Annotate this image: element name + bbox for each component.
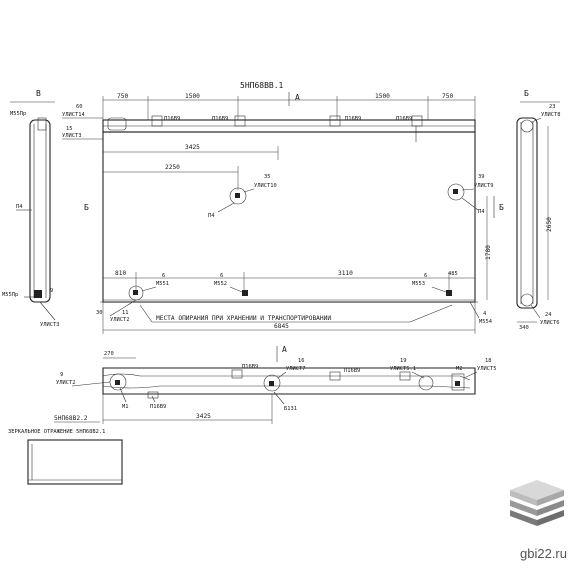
left-side-view: В М55Пр П4 М55Пр 9 УЛИСТ3 bbox=[2, 89, 59, 328]
dim-60: 60 bbox=[76, 104, 83, 110]
dim-270: 270 bbox=[104, 351, 114, 357]
callout-p16v9-b: П16В9 bbox=[212, 116, 228, 122]
main-front-view: 5НП68ВВ.1 А 750 1500 1500 750 60 УЛИСТ14… bbox=[62, 81, 504, 334]
dim-1500-left: 1500 bbox=[185, 93, 200, 100]
section-mark-v: В bbox=[36, 89, 41, 98]
support-note: МЕСТА ОПИРАНИЯ ПРИ ХРАНЕНИИ И ТРАНСПОРТИ… bbox=[156, 315, 331, 322]
callout-p16v9-a: П16В9 bbox=[164, 116, 180, 122]
callout-m552: М552 bbox=[214, 281, 227, 287]
section-mark-a-bottom: А bbox=[282, 345, 287, 354]
callout-list5: УЛИСТ5 bbox=[477, 366, 496, 372]
dim-810: 810 bbox=[115, 270, 126, 277]
callout-list9: УЛИСТ9 bbox=[474, 183, 493, 189]
callout-m55np-top: М55Пр bbox=[10, 111, 26, 117]
right-side-view: Б 23 УЛИСТ8 2650 24 УЛИСТ6 340 bbox=[516, 89, 560, 331]
callout-n39: 39 bbox=[478, 174, 485, 180]
callout-p4-left: П4 bbox=[16, 204, 23, 210]
callout-n9-bottom: 9 bbox=[60, 372, 63, 378]
callout-m551: М551 bbox=[156, 281, 169, 287]
callout-list2: УЛИСТ2 bbox=[110, 317, 129, 323]
callout-p16v9-f: П16В9 bbox=[242, 364, 258, 370]
dim-3110: 3110 bbox=[338, 270, 353, 277]
callout-n19: 19 bbox=[400, 358, 407, 364]
callout-n18: 18 bbox=[485, 358, 492, 364]
callout-p4-right: П4 bbox=[478, 209, 485, 215]
site-watermark: gbi22.ru bbox=[520, 546, 567, 561]
callout-n24: 24 bbox=[545, 312, 552, 318]
callout-n6-a: 6 bbox=[162, 273, 165, 279]
callout-list3: УЛИСТ3 bbox=[40, 322, 59, 328]
callout-m553: М553 bbox=[412, 281, 425, 287]
callout-p16v9-d: П16В9 bbox=[396, 116, 412, 122]
callout-n11: 11 bbox=[122, 310, 129, 316]
callout-p16v9-e: П16В9 bbox=[150, 404, 166, 410]
dim-3425-bottom: 3425 bbox=[196, 413, 211, 420]
dim-35: 35 bbox=[264, 174, 271, 180]
section-mark-b-right-main: Б bbox=[499, 203, 504, 212]
dim-6845: 6845 bbox=[274, 323, 289, 330]
variant-title: 5НП68В2.2 bbox=[54, 415, 88, 422]
dim-485: 485 bbox=[448, 271, 458, 277]
callout-list10: УЛИСТ10 bbox=[254, 183, 277, 189]
callout-list7: УЛИСТ7 bbox=[286, 366, 305, 372]
callout-list3-top: УЛИСТ3 bbox=[62, 133, 81, 139]
dim-3425: 3425 bbox=[185, 144, 200, 151]
callout-n6-b: 6 bbox=[220, 273, 223, 279]
callout-m554: М554 bbox=[479, 319, 492, 325]
dim-30: 30 bbox=[96, 310, 103, 316]
drawing-title: 5НП68ВВ.1 bbox=[240, 81, 284, 90]
dim-2650: 2650 bbox=[546, 217, 553, 232]
callout-list14: УЛИСТ14 bbox=[62, 112, 85, 118]
dim-1500-right: 1500 bbox=[375, 93, 390, 100]
gbi-logo-icon bbox=[510, 480, 564, 526]
section-mark-b-left: Б bbox=[84, 203, 89, 212]
section-mark-b-right: Б bbox=[524, 89, 529, 98]
callout-list5-1: УЛИСТ5.1 bbox=[390, 366, 416, 372]
callout-m1: М1 bbox=[122, 404, 129, 410]
callout-b131: Б131 bbox=[284, 406, 297, 412]
dim-340: 340 bbox=[519, 325, 529, 331]
dim-750-left: 750 bbox=[117, 93, 128, 100]
callout-n15: 15 bbox=[66, 126, 73, 132]
callout-list8: УЛИСТ8 bbox=[541, 112, 560, 118]
callout-list6: УЛИСТ6 bbox=[540, 320, 559, 326]
mirror-variant: 5НП68В2.2 ЗЕРКАЛЬНОЕ ОТРАЖЕНИЕ 5НП68В2.1 bbox=[8, 415, 123, 485]
callout-p16v9-g: П16В9 bbox=[344, 368, 360, 374]
callout-list2-bottom: УЛИСТ2 bbox=[56, 380, 75, 386]
mirror-note: ЗЕРКАЛЬНОЕ ОТРАЖЕНИЕ 5НП68В2.1 bbox=[8, 429, 105, 435]
callout-n16: 16 bbox=[298, 358, 305, 364]
callout-p16v9-c: П16В9 bbox=[345, 116, 361, 122]
callout-n6-c: 6 bbox=[424, 273, 427, 279]
callout-n23: 23 bbox=[549, 104, 556, 110]
callout-m55np-bottom: М55Пр bbox=[2, 292, 18, 298]
callout-p4-mid: П4 bbox=[208, 213, 215, 219]
callout-n4: 4 bbox=[483, 311, 486, 317]
callout-m2: М2 bbox=[456, 366, 463, 372]
dim-750-right: 750 bbox=[442, 93, 453, 100]
dim-2250: 2250 bbox=[165, 164, 180, 171]
dim-1780: 1780 bbox=[485, 245, 492, 260]
section-mark-a-top: А bbox=[295, 93, 300, 102]
callout-n9: 9 bbox=[50, 288, 53, 294]
bottom-plan-view: А 270 9 УЛИСТ2 М1 П16В9 П16В9 16 УЛИСТ7 … bbox=[56, 345, 496, 424]
